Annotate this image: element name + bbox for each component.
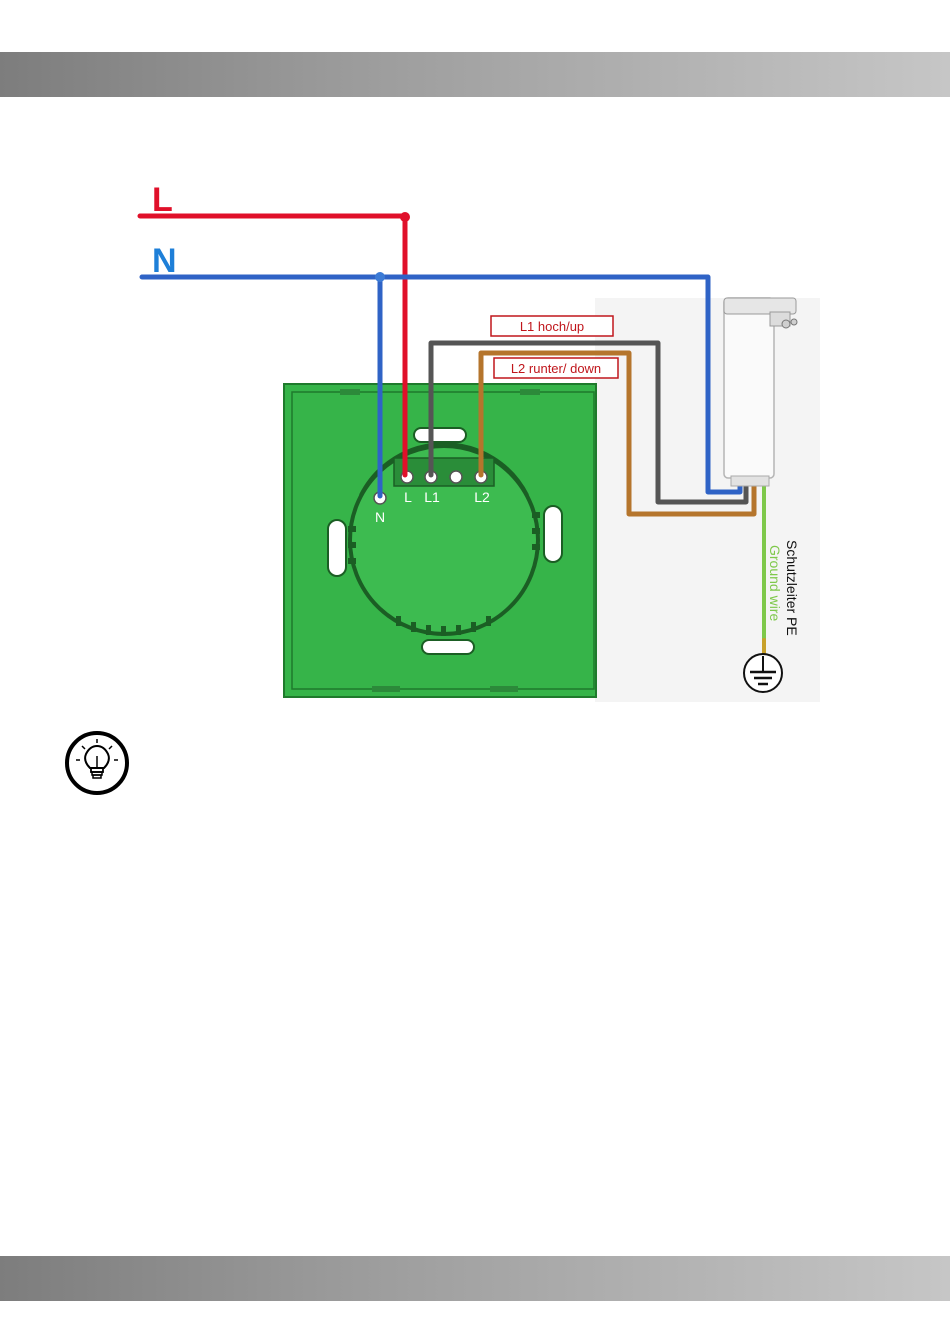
mounting-slot-top <box>414 428 466 442</box>
ground-label-de: Schutzleiter PE <box>784 540 800 636</box>
switch-plate: N L L1 L2 <box>284 384 596 697</box>
terminal-label-n: N <box>375 509 385 525</box>
ground-symbol-icon <box>744 654 782 692</box>
terminal-label-l1: L1 <box>424 489 440 505</box>
ground-label-en: Ground wire <box>767 545 783 621</box>
mounting-slot-bottom <box>422 640 474 654</box>
callout-l1-text: L1 hoch/up <box>520 319 584 334</box>
neutral-label: N <box>152 242 177 280</box>
terminal-label-l2: L2 <box>474 489 490 505</box>
line-label: L <box>152 181 173 219</box>
lightbulb-icon <box>64 730 130 796</box>
callout-l1: L1 hoch/up <box>491 316 613 336</box>
callout-l2-text: L2 runter/ down <box>511 361 601 376</box>
callout-l2: L2 runter/ down <box>494 358 618 378</box>
line-junction <box>400 212 410 222</box>
terminal-unused <box>450 471 462 483</box>
neutral-junction <box>375 272 385 282</box>
terminal-label-l: L <box>404 489 412 505</box>
